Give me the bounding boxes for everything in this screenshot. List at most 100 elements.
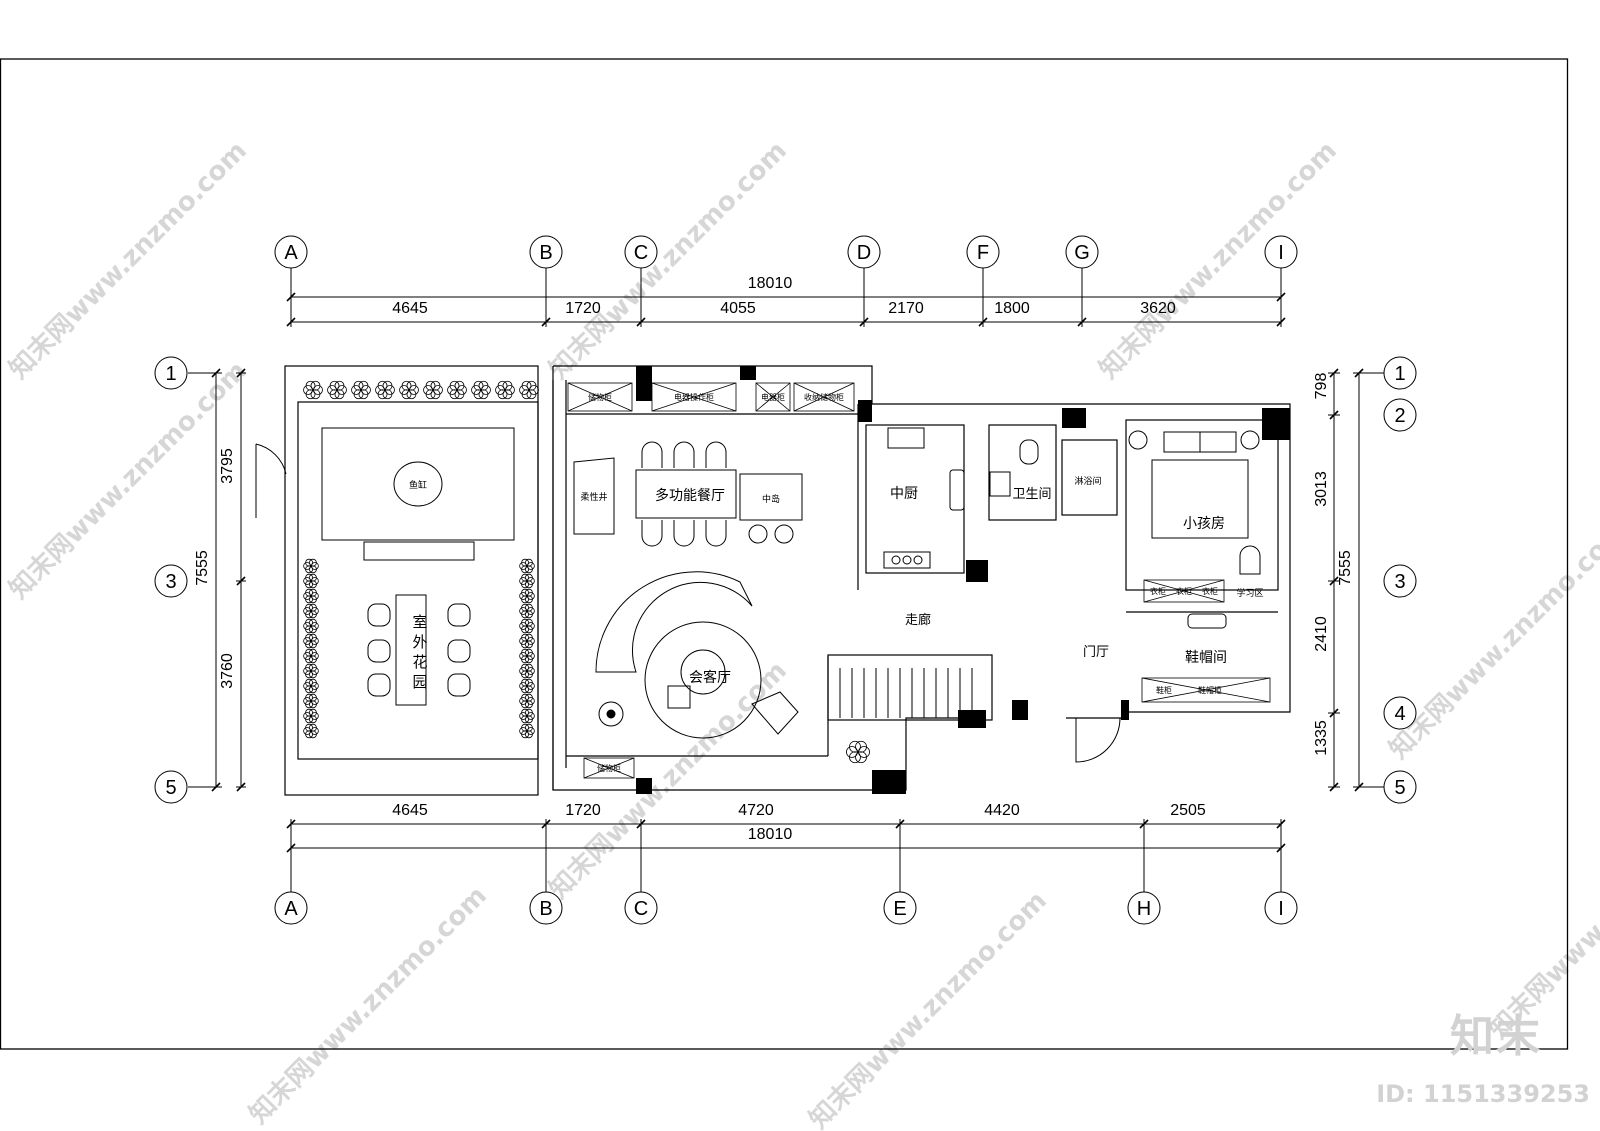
axis-bubbles: A B C D F G I A B C E H I 1 3 5 1 2 3 4 … — [154, 235, 1417, 925]
label-dining: 多功能餐厅 — [655, 487, 725, 504]
garden-table — [395, 594, 427, 706]
dining-table — [635, 469, 737, 519]
axis-label-left-5: 5 — [165, 777, 176, 799]
dim-bottom-seg-5: 2505 — [1170, 802, 1206, 819]
cab-label-shoe-b: 鞋帽柜 — [1198, 685, 1222, 695]
cab-label-living-bottom: 储物柜 — [597, 763, 621, 773]
label-kids-room: 小孩房 — [1183, 516, 1225, 532]
garden-inner-edge — [297, 401, 539, 760]
label-foyer: 门厅 — [1083, 645, 1109, 660]
label-shower: 淋浴间 — [1074, 475, 1101, 487]
axis-bubble-bottom-i: I — [1264, 891, 1298, 925]
watermark-text: 知末网www.znzmo.com — [4, 136, 253, 385]
dim-top-seg-2: 1720 — [565, 300, 601, 317]
furniture — [255, 427, 1261, 763]
axis-bubble-top-a: A — [274, 235, 308, 269]
dim-left-seg-1: 3795 — [219, 448, 236, 484]
dim-top-seg-4: 2170 — [888, 300, 924, 317]
dim-left-seg-2: 3760 — [219, 653, 236, 689]
axis-label-bottom-b: B — [539, 898, 552, 920]
drawing-frame — [0, 58, 1569, 1050]
stair-area — [827, 654, 993, 721]
cab-label-top-mid: 电器操作柜 — [674, 392, 714, 402]
axis-bubble-top-b: B — [529, 235, 563, 269]
axis-bubble-left-1: 1 — [154, 356, 188, 390]
label-living: 会客厅 — [689, 669, 731, 686]
axis-label-right-2: 2 — [1394, 405, 1405, 427]
axis-bubble-left-3: 3 — [154, 564, 188, 598]
label-kitchen: 中厨 — [890, 486, 918, 502]
axis-bubble-bottom-e: E — [883, 891, 917, 925]
cabinet-labels: 储物柜 电器操作柜 电器柜 收纳储物柜 储物柜 衣柜 衣柜 衣柜 鞋柜 鞋帽柜 — [588, 392, 1222, 773]
cabinets — [567, 382, 1271, 779]
shower-walls — [1061, 439, 1118, 516]
cab-label-top-right2: 收纳储物柜 — [804, 392, 844, 402]
dim-right-seg-3: 2410 — [1313, 616, 1330, 652]
dim-bottom-seg-4: 4420 — [984, 802, 1020, 819]
building-outline — [284, 365, 1291, 796]
axis-label-top-a: A — [284, 242, 298, 264]
room-labels: 鱼缸 多功能餐厅 中岛 柔性井 会客厅 中厨 卫生间 淋浴间 小孩房 走廊 门厅… — [409, 475, 1264, 691]
dim-top-seg-1: 4645 — [392, 300, 428, 317]
axis-bubble-bottom-a: A — [274, 891, 308, 925]
dim-right-seg-1: 798 — [1313, 373, 1330, 400]
lounge-chair — [751, 691, 799, 735]
label-garden: 室外花园 — [412, 613, 427, 691]
watermark-text: 知末网www.znzmo.com — [1094, 136, 1343, 385]
axis-label-bottom-a: A — [284, 898, 298, 920]
dim-bottom-total: 18010 — [748, 826, 793, 843]
watermark-layer: 知末网www.znzmo.com 知末网www.znzmo.com 知末网www.z… — [4, 136, 1600, 1131]
main-outline-right — [553, 365, 1291, 719]
axis-bubble-bottom-c: C — [624, 891, 658, 925]
bathroom-walls — [988, 424, 1057, 521]
dim-bottom-seg-2: 1720 — [565, 802, 601, 819]
watermark-text: 知末网www.znzmo.com — [544, 136, 793, 385]
fish-tank — [393, 461, 443, 507]
cab-label-top-left: 储物柜 — [588, 392, 612, 402]
axis-label-right-5: 5 — [1394, 777, 1405, 799]
axis-label-top-i: I — [1278, 242, 1284, 264]
label-bathroom: 卫生间 — [1012, 487, 1051, 502]
main-outline-bottom — [552, 366, 985, 791]
axis-label-right-4: 4 — [1394, 703, 1405, 725]
garden-boundary — [284, 365, 539, 796]
dim-bottom-seg-3: 4720 — [738, 802, 774, 819]
axis-label-bottom-h: H — [1137, 898, 1151, 920]
axis-label-left-3: 3 — [165, 571, 176, 593]
axis-label-right-3: 3 — [1394, 571, 1405, 593]
dim-bottom-seg-1: 4645 — [392, 802, 428, 819]
cab-label-kids-a: 衣柜 — [1150, 586, 1166, 596]
axis-bubble-left-5: 5 — [154, 770, 188, 804]
dim-right-total: 7555 — [1337, 550, 1354, 586]
dim-right-seg-4: 1335 — [1313, 720, 1330, 756]
axis-bubble-right-1: 1 — [1383, 356, 1417, 390]
garden-sofa-area — [321, 427, 515, 541]
cab-label-kids-c: 衣柜 — [1202, 586, 1218, 596]
axis-label-top-f: F — [977, 242, 989, 264]
axis-label-right-1: 1 — [1394, 363, 1405, 385]
axis-bubble-bottom-b: B — [529, 891, 563, 925]
sink-cabinet — [573, 457, 615, 535]
cab-label-top-right1: 电器柜 — [761, 392, 785, 402]
axis-label-bottom-i: I — [1278, 898, 1284, 920]
label-sink-cabinet: 柔性井 — [580, 491, 607, 503]
dim-top-seg-5: 1800 — [994, 300, 1030, 317]
kitchen-island — [739, 473, 803, 521]
axis-bubble-bottom-h: H — [1127, 891, 1161, 925]
label-cloakroom: 鞋帽间 — [1185, 650, 1227, 666]
axis-bubble-right-4: 4 — [1383, 696, 1417, 730]
label-corridor: 走廊 — [905, 612, 931, 628]
brand-watermark: 知末 — [1450, 1011, 1542, 1062]
axis-bubble-top-c: C — [624, 235, 658, 269]
garden-plants — [303, 380, 870, 764]
axis-label-top-d: D — [857, 242, 871, 264]
axis-bubble-top-i: I — [1264, 235, 1298, 269]
axis-bubble-top-d: D — [847, 235, 881, 269]
wall-blocks — [636, 366, 1290, 794]
label-garden-vertical: 室外花园 — [412, 613, 427, 691]
axis-label-top-c: C — [634, 242, 648, 264]
kids-bed — [1151, 459, 1249, 539]
axis-label-bottom-c: C — [634, 898, 648, 920]
dim-right-seg-2: 3013 — [1313, 471, 1330, 507]
